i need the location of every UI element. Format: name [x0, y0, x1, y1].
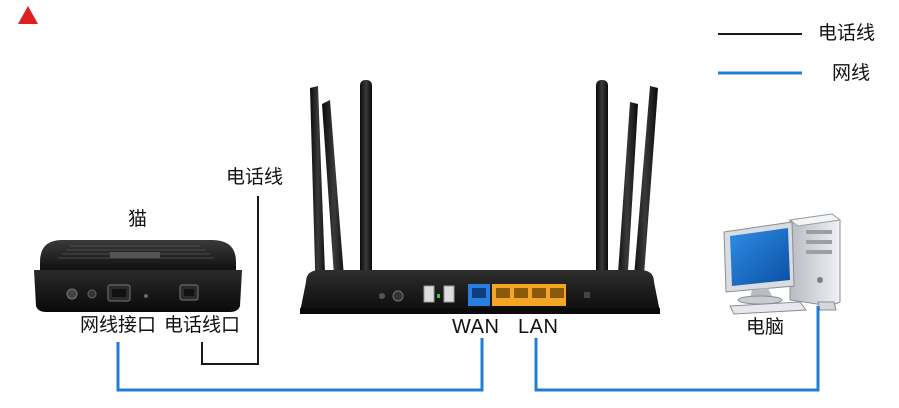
wireless-router-icon — [300, 80, 660, 314]
warning-triangle-icon — [18, 6, 38, 24]
computer-label: 电脑 — [746, 316, 785, 338]
modem-to-wan-network-cable — [116, 338, 484, 392]
legend-network-cable-label: 网线 — [832, 62, 871, 84]
modem-network-port-label: 网线接口 — [80, 314, 157, 336]
legend-phone-line-label: 电话线 — [818, 22, 876, 44]
router-lan-label: LAN — [518, 316, 559, 338]
modem-phone-port-label: 电话线口 — [164, 314, 241, 336]
modem-device-icon — [34, 240, 242, 312]
phone-line-label: 电话线 — [226, 166, 284, 188]
lan-to-computer-network-cable — [534, 306, 820, 392]
desktop-computer-icon — [723, 213, 842, 315]
router-wan-label: WAN — [452, 316, 500, 338]
phone-line-cable — [201, 196, 259, 365]
modem-label: 猫 — [128, 208, 148, 230]
